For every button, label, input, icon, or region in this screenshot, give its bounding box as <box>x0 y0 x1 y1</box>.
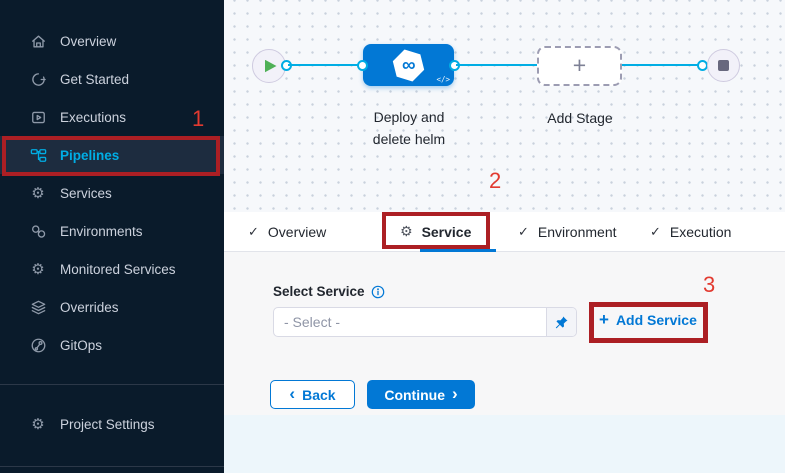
tab-label: Environment <box>537 224 617 240</box>
stage-name-line1: Deploy and <box>373 109 445 125</box>
code-icon: </> <box>436 75 450 84</box>
sidebar-item-gitops[interactable]: GitOps <box>0 326 224 364</box>
chevron-right-icon: › <box>451 384 458 403</box>
monitored-services-icon: ⚙ <box>31 259 45 278</box>
add-service-button[interactable]: + Add Service <box>599 311 697 328</box>
add-stage-button[interactable]: + <box>537 46 622 86</box>
environments-icon <box>29 222 47 240</box>
back-button-label: Back <box>302 386 336 403</box>
sidebar-item-label: Environments <box>60 223 143 239</box>
select-service-dropdown[interactable]: - Select - <box>273 307 577 337</box>
tab-label: Execution <box>669 224 732 240</box>
stage-config-tabbar: ✓ Overview ⚙ Service ✓ Environment ✓ Exe… <box>224 212 785 252</box>
play-icon <box>264 59 277 73</box>
sidebar-item-label: Overview <box>60 33 117 49</box>
sidebar-item-overview[interactable]: Overview <box>0 22 224 60</box>
add-stage-label: Add Stage <box>547 110 613 126</box>
sidebar-item-monitored-services[interactable]: ⚙ Monitored Services <box>0 250 224 288</box>
select-service-label: Select Service <box>273 284 385 299</box>
overrides-layers-icon <box>29 298 47 316</box>
tab-overview[interactable]: ✓ Overview <box>248 212 326 252</box>
check-icon: ✓ <box>518 224 529 239</box>
sidebar-item-get-started[interactable]: Get Started <box>0 60 224 98</box>
tab-label: Service <box>421 224 472 240</box>
sidebar-item-label: Monitored Services <box>60 261 176 277</box>
back-button[interactable]: ‹ Back <box>270 380 355 409</box>
select-service-label-text: Select Service <box>273 284 365 299</box>
pin-runtime-input-button[interactable] <box>546 308 576 336</box>
sidebar-item-label: Get Started <box>60 71 130 87</box>
tab-execution[interactable]: ✓ Execution <box>650 212 731 252</box>
sidebar-item-label: Executions <box>60 109 127 125</box>
tab-label: Overview <box>267 224 327 240</box>
sidebar-item-project-settings[interactable]: ⚙ Project Settings <box>0 405 224 443</box>
sidebar-nav: Overview Get Started Executions Pipeline… <box>0 0 224 473</box>
sidebar-item-executions[interactable]: Executions <box>0 98 224 136</box>
chevron-left-icon: ‹ <box>289 384 296 403</box>
check-icon: ✓ <box>248 224 259 239</box>
gitops-icon <box>29 336 47 354</box>
active-tab-underline <box>420 249 496 252</box>
stage-node-deploy-and-delete-helm[interactable]: ∞ </> <box>363 44 454 86</box>
sidebar-item-pipelines[interactable]: Pipelines <box>0 136 224 174</box>
add-service-label: Add Service <box>615 311 697 328</box>
pipeline-connector-line <box>288 64 365 66</box>
sidebar-divider <box>0 466 224 467</box>
sidebar-item-label: Services <box>60 185 112 201</box>
info-icon[interactable] <box>371 285 385 299</box>
pipeline-canvas[interactable]: ∞ </> + Deploy and delete helm Add Stage <box>224 0 785 212</box>
gear-icon: ⚙ <box>400 224 413 240</box>
home-icon <box>29 32 47 50</box>
infinity-icon: ∞ <box>401 54 416 76</box>
continue-button-label: Continue <box>384 386 445 403</box>
executions-icon <box>29 108 47 126</box>
stage-name-label: Deploy and delete helm <box>349 106 469 150</box>
sidebar-item-label: Pipelines <box>60 147 120 163</box>
services-icon: ⚙ <box>31 183 45 202</box>
sidebar-item-label: Overrides <box>60 299 119 315</box>
pipelines-icon <box>29 146 47 164</box>
pipeline-connector-line <box>622 64 702 66</box>
select-placeholder: - Select - <box>284 314 341 330</box>
stop-icon <box>718 60 729 71</box>
sidebar-item-label: Project Settings <box>60 416 155 432</box>
cd-stage-hexagon-icon: ∞ <box>388 45 428 85</box>
continue-button[interactable]: Continue › <box>367 380 475 409</box>
pin-icon <box>555 316 568 328</box>
sidebar-item-overrides[interactable]: Overrides <box>0 288 224 326</box>
sidebar-item-environments[interactable]: Environments <box>0 212 224 250</box>
check-icon: ✓ <box>650 224 661 239</box>
stage-name-line2: delete helm <box>372 131 446 147</box>
connector-dot <box>357 60 368 71</box>
pipeline-end-node <box>707 49 740 82</box>
get-started-icon <box>29 70 47 88</box>
pipeline-connector-line <box>456 64 537 66</box>
sidebar-item-services[interactable]: ⚙ Services <box>0 174 224 212</box>
gear-icon: ⚙ <box>31 414 45 433</box>
plus-icon: + <box>599 310 609 329</box>
page-background <box>224 415 785 473</box>
plus-icon: + <box>572 51 587 78</box>
sidebar-divider <box>0 384 224 385</box>
tab-service[interactable]: ⚙ Service <box>400 212 471 252</box>
tab-environment[interactable]: ✓ Environment <box>518 212 617 252</box>
sidebar-item-label: GitOps <box>60 337 103 353</box>
